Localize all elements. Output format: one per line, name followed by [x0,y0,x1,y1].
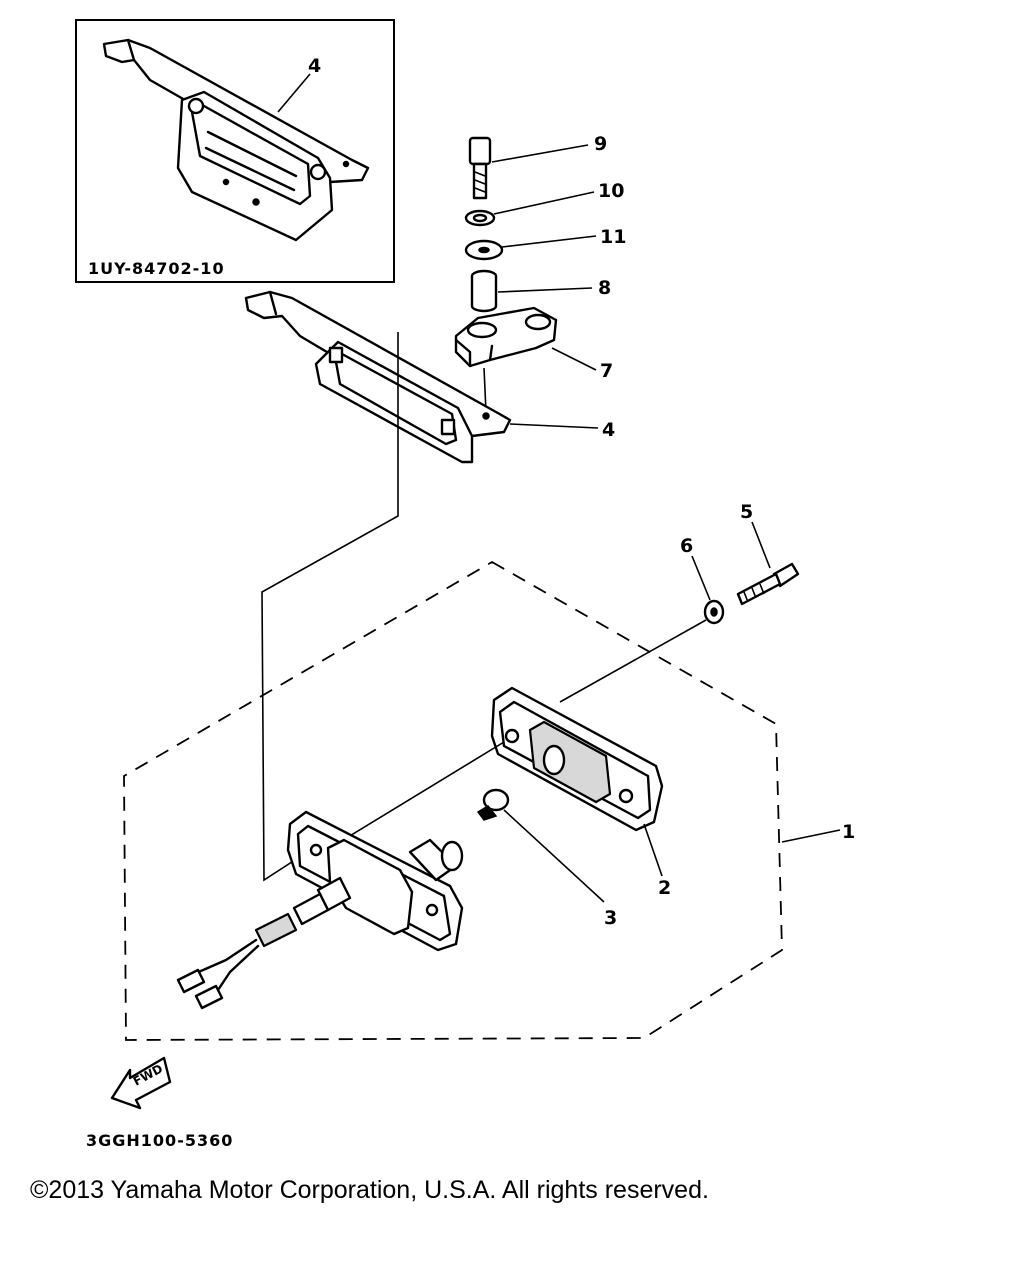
callout-1: 1 [842,821,855,843]
bracket-part-4 [244,290,512,464]
leader-4-inset [277,73,311,113]
leader-2 [643,823,663,877]
lens-axis-line [329,741,505,849]
lamp-housing [176,810,464,1010]
bolt-part-5 [736,562,800,606]
leader-6 [691,555,711,601]
leader-1 [781,829,841,843]
inset-frame [75,19,395,283]
callout-8: 8 [598,277,611,299]
inset-bracket [102,38,370,242]
callout-7: 7 [600,360,613,382]
leader-10 [493,191,595,215]
washer-part-11 [464,239,504,261]
leader-5 [751,521,771,569]
leader-9 [491,144,589,163]
callout-3: 3 [604,907,617,929]
forward-arrow-icon: FWD [110,1056,172,1110]
exploded-view-drawing: 4 1UY-84702-10 9 10 11 8 7 [75,19,855,1150]
leader-4-main [509,423,599,429]
stay-part-7 [454,306,558,368]
callout-4-inset: 4 [308,55,321,77]
fastening-axis-line [559,619,707,703]
callout-2: 2 [658,877,671,899]
drawing-part-code: 3GGH100-5360 [86,1131,233,1150]
leader-8 [497,287,593,293]
bulb-part-3 [476,788,510,821]
copyright-notice: ©2013 Yamaha Motor Corporation, U.S.A. A… [30,1176,709,1204]
lens-part-2 [490,686,664,832]
callout-4-main: 4 [602,419,615,441]
callout-9: 9 [594,133,607,155]
assembly-boundary [123,560,783,1041]
bolt-part-9 [468,136,492,200]
leader-7 [551,347,597,371]
collar-part-8 [470,269,498,313]
callout-5: 5 [740,501,753,523]
leader-3 [503,809,605,903]
lock-washer-part-10 [464,209,496,227]
nut-part-6 [703,599,725,625]
callout-6: 6 [680,535,693,557]
callout-10: 10 [598,180,624,202]
callout-11: 11 [600,226,626,248]
mounting-reference-line [261,332,399,882]
inset-part-code: 1UY-84702-10 [88,259,225,278]
assembly-axis-line [483,367,487,413]
leader-11 [501,235,597,248]
